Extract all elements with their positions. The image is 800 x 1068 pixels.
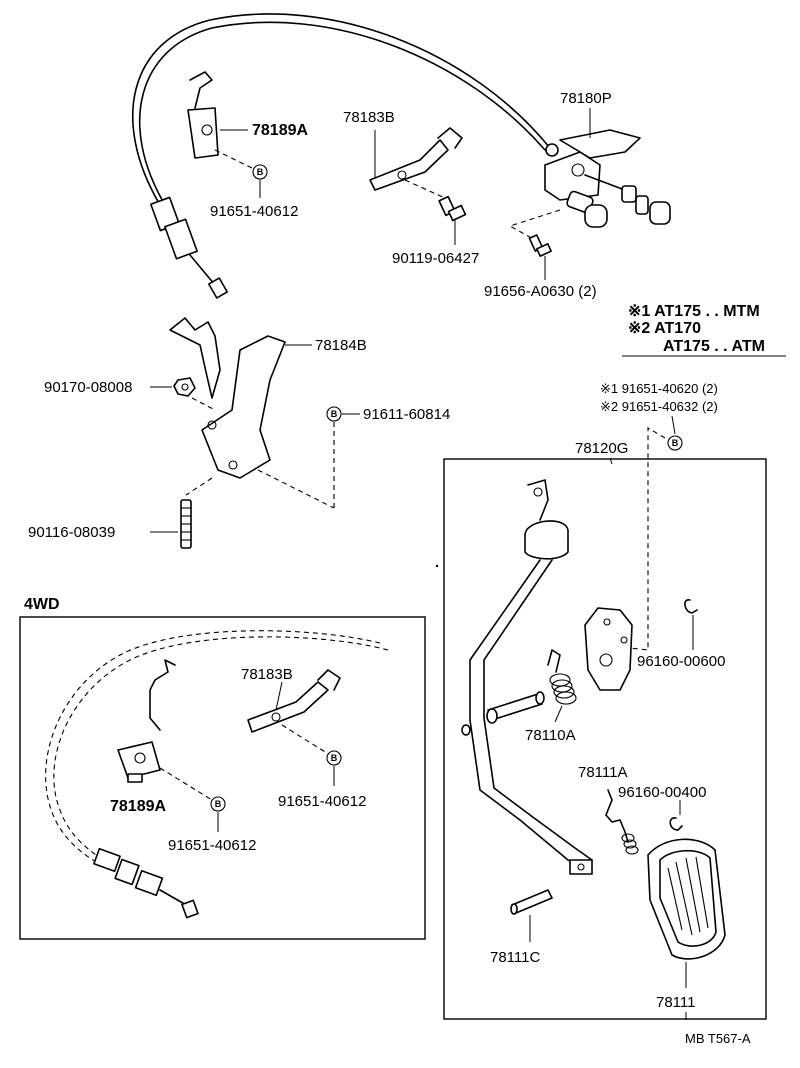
svg-text:B: B — [257, 167, 264, 177]
e-clip-96160-00600 — [684, 599, 698, 614]
label-78183b-4wd: 78183B — [241, 666, 293, 683]
label-91651-40612-4wd-left: 91651-40612 — [168, 837, 256, 854]
bolt-marker-4wd-right: B — [326, 750, 342, 766]
label-90119-06427: 90119-06427 — [392, 250, 479, 267]
legend-line-3: AT175 . . ATM — [663, 338, 765, 355]
stray-dot — [435, 564, 439, 568]
return-spring-78110a — [547, 649, 577, 705]
pedal-mount-plate — [584, 607, 633, 691]
cable-clip-78189a-top — [187, 71, 248, 159]
diagram-code: MB T567-A — [685, 1031, 751, 1046]
pedal-arm — [469, 479, 593, 875]
svg-text:B: B — [331, 753, 338, 763]
4wd-section-box — [19, 616, 426, 940]
label-78111c: 78111C — [490, 949, 540, 966]
bolt-91656-a0630 — [528, 234, 552, 257]
label-91651-40620: ※1 91651-40620 (2) — [600, 381, 718, 396]
label-90116-08039: 90116-08039 — [28, 524, 115, 541]
label-78120g: 78120G — [575, 440, 628, 457]
bolt-marker-4wd-left: B — [210, 796, 226, 812]
legend-line-1: ※1 AT175 . . MTM — [628, 303, 760, 320]
label-78111: 78111 — [656, 994, 696, 1011]
label-90170-08008: 90170-08008 — [44, 379, 132, 396]
label-78180p: 78180P — [560, 90, 612, 107]
lever-78183b-top — [369, 127, 463, 191]
4wd-lever-78183b — [247, 669, 341, 733]
label-78183b-top: 78183B — [343, 109, 395, 126]
nut-90170-08008 — [173, 377, 196, 397]
label-78189a-top: 78189A — [252, 122, 308, 139]
label-96160-00400: 96160-00400 — [618, 784, 706, 801]
label-91651-40632: ※2 91651-40632 (2) — [600, 399, 718, 414]
variant-legend: ※1 AT175 . . MTM ※2 AT170 AT175 . . ATM — [622, 303, 786, 357]
bolt-90119-06427 — [438, 195, 467, 222]
bolt-marker-top-left: B — [252, 164, 268, 180]
label-91656-a0630: 91656-A0630 (2) — [484, 283, 597, 300]
pedal-pivot-pin — [461, 691, 545, 736]
bolt-marker-pedal: B — [667, 435, 683, 451]
svg-text:B: B — [672, 438, 679, 448]
legend-line-2: ※2 AT170 — [628, 320, 701, 337]
label-78189a-4wd: 78189A — [110, 798, 166, 815]
label-78111a: 78111A — [578, 764, 628, 781]
label-96160-00600: 96160-00600 — [637, 653, 725, 670]
throttle-bracket-78180p — [544, 108, 671, 228]
label-91651-40612-4wd-right: 91651-40612 — [278, 793, 366, 810]
pedal-pad-78111 — [647, 838, 726, 960]
label-91611-60814: 91611-60814 — [363, 406, 450, 423]
e-clip-96160-00400 — [669, 817, 683, 831]
4wd-accelerator-cable — [45, 630, 389, 919]
bolt-marker-91611: B — [326, 406, 342, 422]
pedal-assembly-box — [443, 458, 767, 1020]
pedal-spring-78111a — [605, 789, 639, 855]
accelerator-cable — [131, 13, 551, 299]
label-78110a: 78110A — [525, 727, 576, 744]
label-91651-40612-top: 91651-40612 — [210, 203, 298, 220]
svg-text:B: B — [331, 409, 338, 419]
section-label-4wd: 4WD — [24, 596, 60, 613]
svg-text:B: B — [215, 799, 222, 809]
label-78184b: 78184B — [315, 337, 367, 354]
cable-bracket-78184b — [169, 317, 312, 479]
stud-90116-08039 — [180, 499, 192, 549]
pin-78111c — [510, 889, 553, 915]
4wd-cable-clip-78189a — [117, 659, 176, 783]
